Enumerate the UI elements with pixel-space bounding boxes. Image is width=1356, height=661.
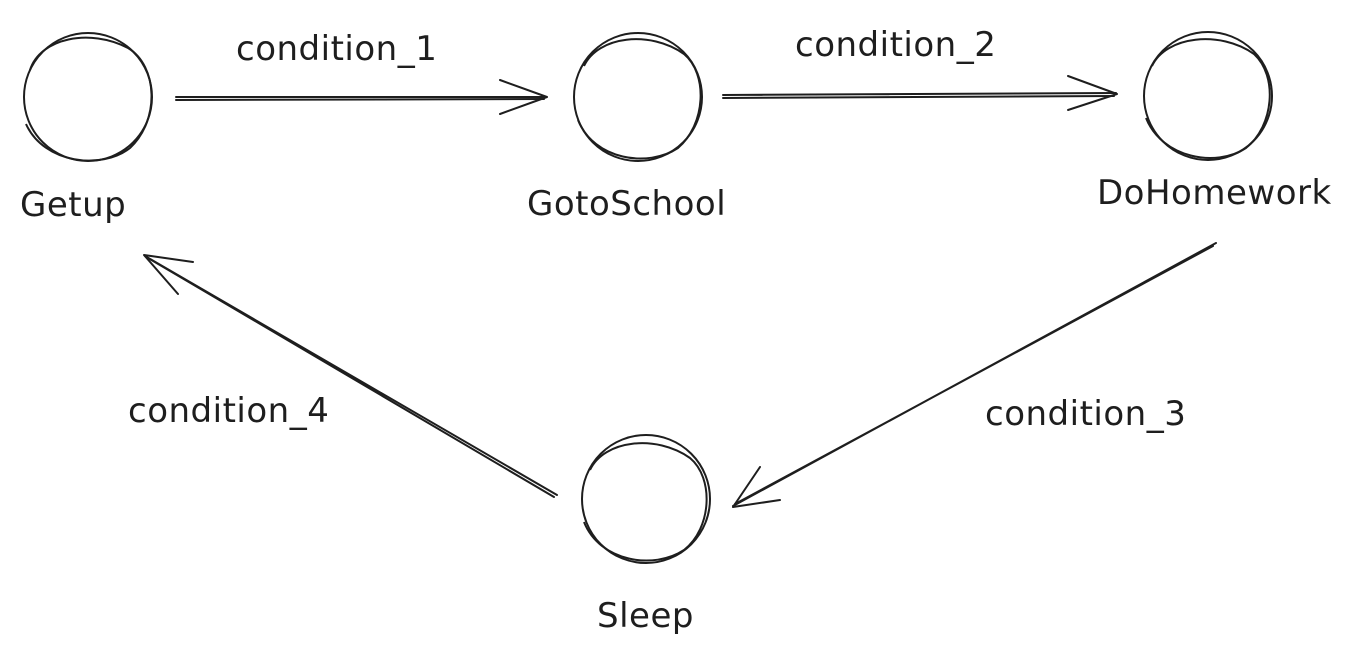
edge-label-3: condition_3 [985, 394, 1186, 434]
node-circle-sleep [581, 434, 711, 564]
node-getup: Getup [20, 32, 153, 225]
node-label-sleep: Sleep [597, 596, 694, 636]
edge-dohomework-to-sleep: condition_3 [732, 242, 1217, 508]
edge-getup-to-gotoschool: condition_1 [175, 29, 548, 115]
edge-arrowhead-4 [143, 254, 194, 295]
node-circle-dohomework [1143, 31, 1273, 161]
edge-arrowhead-1 [499, 79, 548, 115]
node-label-dohomework: DoHomework [1097, 173, 1332, 213]
edge-line-4 [144, 255, 558, 498]
edge-arrowhead-2 [1067, 75, 1118, 111]
edge-line-3 [732, 242, 1217, 507]
node-dohomework: DoHomework [1097, 31, 1332, 213]
node-circle-gotoschool [573, 32, 703, 162]
node-circle-sketch-getup [25, 36, 153, 162]
edge-label-1: condition_1 [236, 29, 437, 69]
node-gotoschool: GotoSchool [527, 32, 726, 224]
node-circle-sketch-gotoschool [577, 38, 702, 160]
node-circle-sketch-dohomework [1145, 38, 1271, 159]
edge-arrowhead-3 [732, 466, 781, 508]
edge-label-2: condition_2 [795, 25, 996, 65]
node-label-getup: Getup [20, 185, 126, 225]
node-label-gotoschool: GotoSchool [527, 184, 726, 224]
edge-line-2 [722, 92, 1117, 99]
edge-gotoschool-to-dohomework: condition_2 [722, 25, 1118, 111]
edge-line-1 [175, 96, 547, 101]
edge-label-4: condition_4 [128, 391, 329, 431]
edge-sleep-to-getup: condition_4 [128, 254, 558, 498]
node-sleep: Sleep [581, 434, 711, 636]
node-circle-sketch-sleep [583, 442, 708, 562]
